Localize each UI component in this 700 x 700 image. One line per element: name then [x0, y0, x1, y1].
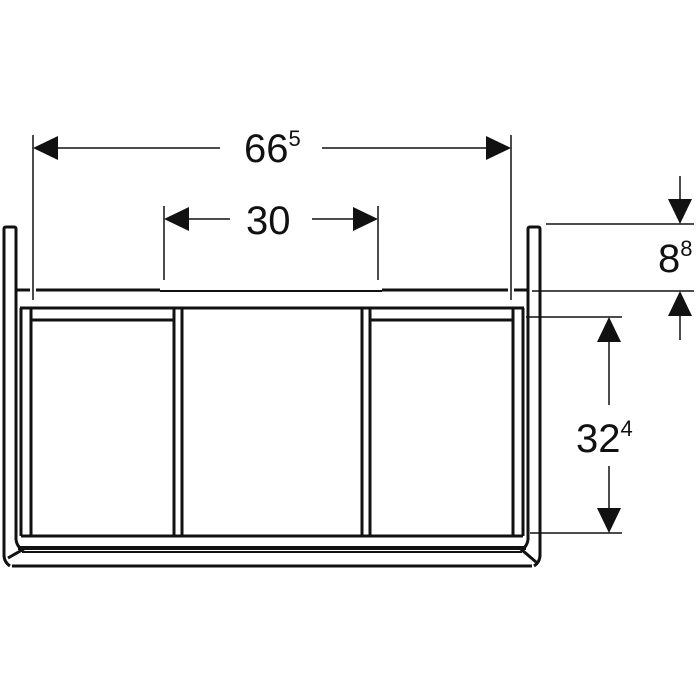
overall-width-label: 665 — [244, 126, 301, 171]
arrow-up-icon — [668, 291, 692, 316]
arrow-left-icon — [164, 207, 189, 231]
arrow-right-icon — [486, 136, 511, 160]
arrow-left-icon — [33, 136, 58, 160]
arrow-up-icon — [597, 317, 621, 342]
left-side-post — [2, 225, 18, 555]
cabinet — [2, 225, 542, 568]
body-height-label: 324 — [576, 416, 633, 461]
arrow-right-icon — [353, 207, 378, 231]
right-side-post — [526, 225, 542, 555]
dimension-top-height: 88 — [532, 176, 694, 340]
top-height-label: 88 — [658, 236, 693, 281]
inner-span-label: 30 — [246, 199, 291, 243]
arrow-down-icon — [668, 199, 692, 224]
dimension-overall-width: 665 — [32, 126, 512, 300]
arrow-down-icon — [597, 508, 621, 533]
dimension-body-height: 324 — [526, 316, 633, 534]
dimension-inner-span: 30 — [163, 199, 379, 280]
